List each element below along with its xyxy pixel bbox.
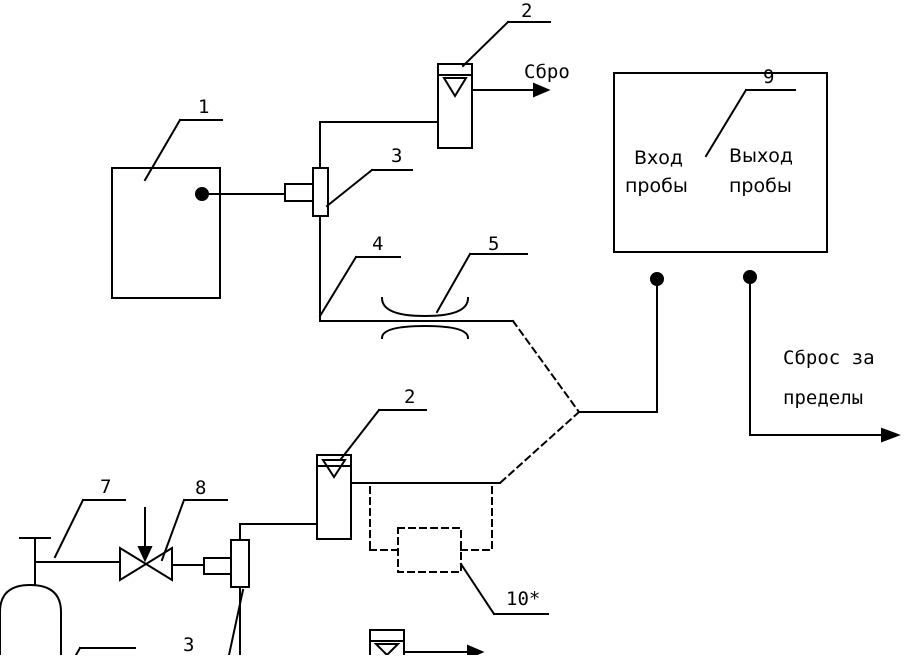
dashed-link-upper — [511, 319, 581, 414]
discharge-arrow — [881, 427, 901, 443]
leader-line-10 — [459, 562, 496, 616]
tee-top-stem — [284, 183, 316, 202]
leader-line-5 — [435, 252, 472, 314]
callout-3-bottom: 3 — [183, 634, 194, 655]
discharge-label-line2: пределы — [783, 387, 863, 409]
gas-cylinder — [0, 583, 62, 656]
callout-9: 9 — [763, 66, 774, 88]
discharge-label-line1: Сброс за — [783, 347, 875, 369]
clamp-upper-arc — [380, 296, 470, 318]
callout-1: 1 — [198, 96, 209, 118]
callout-2-top: 2 — [521, 0, 532, 22]
tee-top-body — [312, 167, 329, 217]
callout-3-top: 3 — [391, 145, 402, 167]
dashed-link-lower — [498, 410, 581, 485]
rotameter-middle — [316, 454, 352, 540]
leader-line-bottom-left — [74, 646, 82, 657]
inlet-dot — [650, 272, 664, 286]
callout-7: 7 — [100, 476, 111, 498]
callout-2-mid: 2 — [404, 386, 415, 408]
leader-line-2-mid — [339, 408, 381, 461]
unit-10-box — [397, 527, 462, 573]
leader-line-8 — [160, 498, 186, 562]
clamp-lower-arc — [380, 324, 470, 340]
tee-bottom-stem — [203, 557, 235, 575]
leader-line-4 — [318, 255, 358, 318]
rotameter-middle-float — [321, 459, 347, 479]
valve-8-body — [119, 546, 173, 582]
port-in-label-line2: пробы — [625, 175, 688, 197]
vent-top-label: Сбро — [524, 61, 570, 83]
rotameter-bottom-vent-arrow — [467, 644, 485, 660]
port-out-label-line2: пробы — [729, 175, 792, 197]
rotameter-bottom-float — [373, 643, 401, 657]
leader-line-9 — [704, 88, 748, 158]
rotameter-top — [437, 63, 473, 149]
callout-5: 5 — [488, 233, 499, 255]
valve-8-arrowhead — [137, 546, 153, 563]
port-out-label-line1: Выход — [729, 145, 793, 167]
callout-4: 4 — [372, 233, 383, 255]
leader-line-7 — [53, 498, 85, 559]
component-1-box — [111, 167, 221, 299]
callout-10: 10* — [506, 588, 540, 610]
vent-top-arrow — [533, 82, 551, 98]
leader-line-3-bottom — [227, 588, 245, 657]
leader-line-1 — [143, 118, 182, 182]
leader-line-2-top — [461, 20, 510, 68]
rotameter-bottom — [369, 629, 405, 660]
tee-bottom-body — [230, 539, 250, 588]
callout-8: 8 — [195, 477, 206, 499]
leader-line-3-top — [325, 168, 374, 208]
port-in-label-line1: Вход — [634, 147, 683, 169]
rotameter-top-float — [442, 77, 468, 98]
analyzer-box-9 — [613, 72, 828, 253]
